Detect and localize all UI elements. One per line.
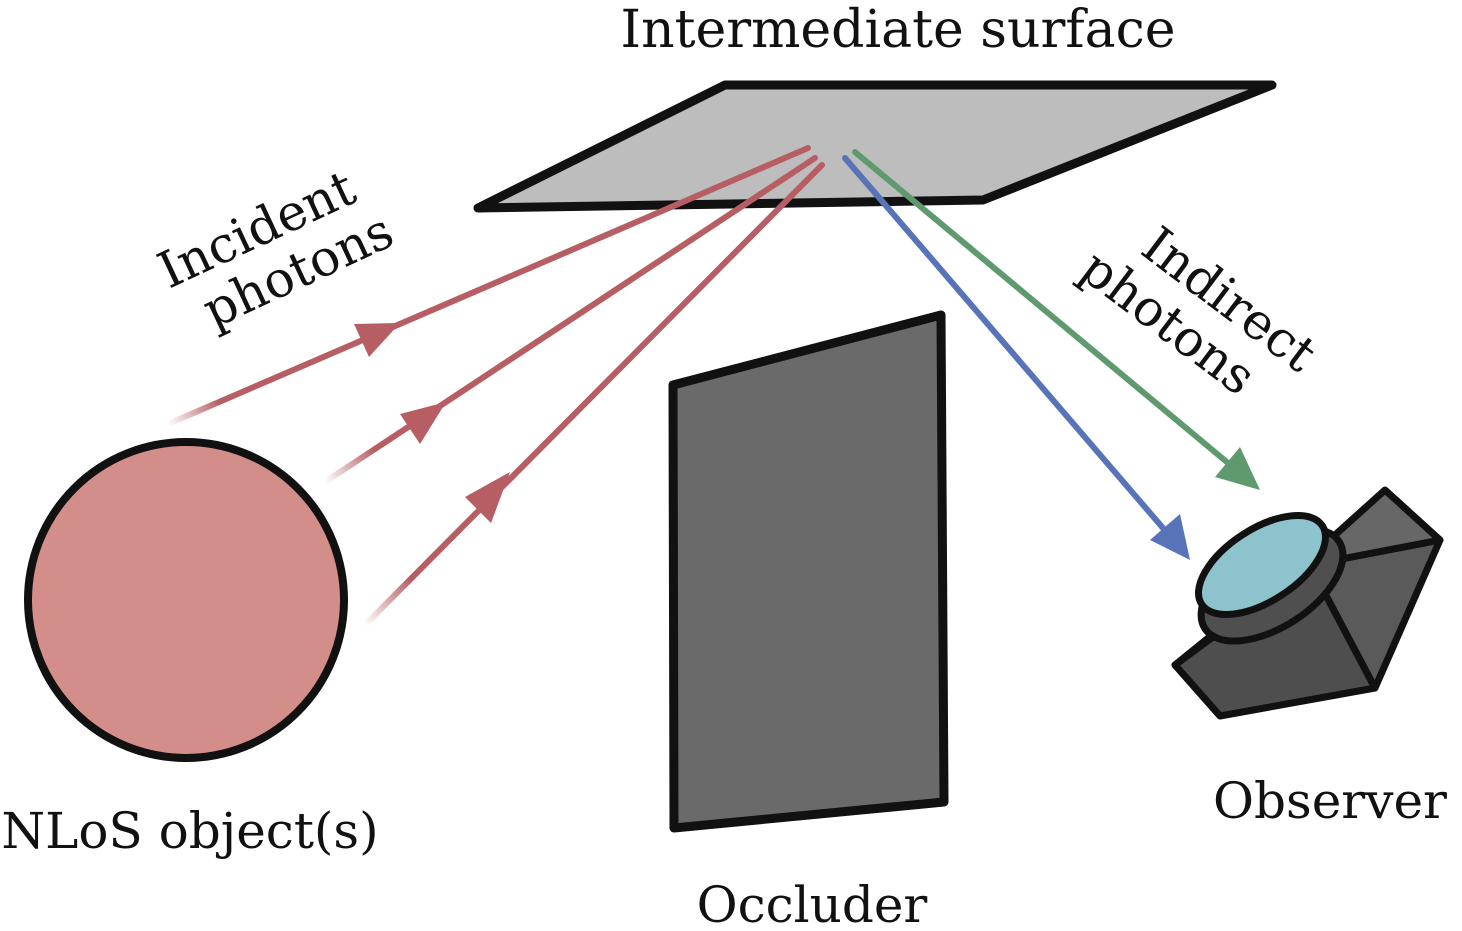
intermediate-surface [473,80,1277,213]
incident-arrowhead-2 [400,402,446,444]
incident-ray-2 [322,155,818,485]
incident-ray-3 [362,162,825,628]
camera-lens-glass [1195,512,1329,618]
indirect-arrowhead-blue [1150,514,1190,560]
incident-arrowhead-1 [354,323,400,357]
incident-ray-1 [165,145,811,427]
indirect-photon-rays [842,149,1260,560]
observer-label: Observer [1213,772,1447,830]
nlos-object-sphere [24,438,348,762]
intermediate-surface-label: Intermediate surface [621,0,1176,60]
occluder-label: Occluder [697,876,928,931]
indirect-arrowhead-green [1215,447,1260,490]
nlos-object-label: NLoS object(s) [1,802,378,860]
indirect-ray-blue [842,155,1178,545]
incident-arrowhead-3 [465,472,510,523]
occluder-panel [668,310,949,833]
indirect-ray-green [852,149,1243,476]
observer-camera-icon [1171,486,1444,720]
incident-photon-rays [165,145,825,628]
